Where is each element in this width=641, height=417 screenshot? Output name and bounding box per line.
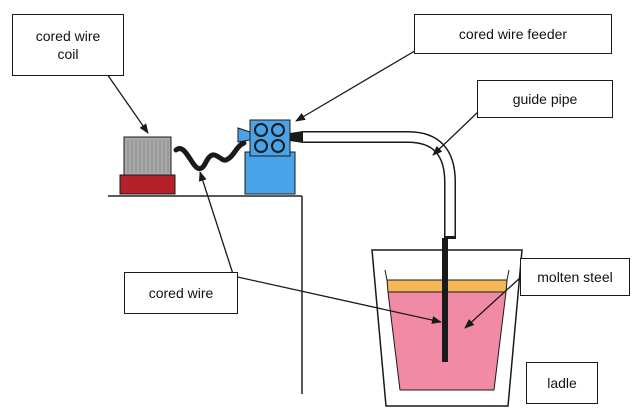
- arrow-feeder: [295, 41, 431, 122]
- coil-base: [119, 174, 176, 195]
- guide-pipe-inner: [303, 132, 455, 238]
- label-feeder-text: cored wire feeder: [458, 26, 568, 42]
- cored-wire-loop: [173, 140, 247, 172]
- leader-lines: [106, 41, 522, 329]
- arrow-molten-steel: [464, 276, 522, 329]
- label-cored-wire: cored wire: [124, 272, 238, 314]
- feeder-body: [244, 151, 296, 195]
- label-coil-line-1: cored wire: [35, 28, 101, 44]
- feeder-graphic: [237, 119, 303, 195]
- label-guide-pipe: guide pipe: [477, 80, 613, 118]
- label-cored-wire-feeder: cored wire feeder: [414, 14, 612, 54]
- label-guide-pipe-text: guide pipe: [512, 91, 578, 107]
- label-molten-steel-text: molten steel: [537, 269, 613, 285]
- feeder-inlet-nozzle: [237, 127, 251, 143]
- label-coil-line-2: coil: [57, 46, 79, 62]
- guide-pipe-outer: [303, 131, 456, 238]
- platform: [108, 195, 303, 394]
- label-molten-steel: molten steel: [520, 258, 630, 296]
- label-ladle-text: ladle: [547, 375, 577, 391]
- coil-graphic: [119, 136, 176, 195]
- arrow-coil: [106, 73, 149, 134]
- label-cored-wire-text: cored wire: [148, 285, 214, 301]
- arrow-guide-pipe: [432, 111, 479, 156]
- guide-pipe-end: [444, 236, 456, 239]
- arrow-cored-wire-right: [232, 275, 442, 324]
- arrow-cored-wire-up: [198, 171, 234, 275]
- label-cored-wire-coil: cored wire coil: [12, 14, 124, 76]
- feeder-outlet-nozzle: [290, 131, 303, 143]
- label-ladle: ladle: [526, 362, 598, 404]
